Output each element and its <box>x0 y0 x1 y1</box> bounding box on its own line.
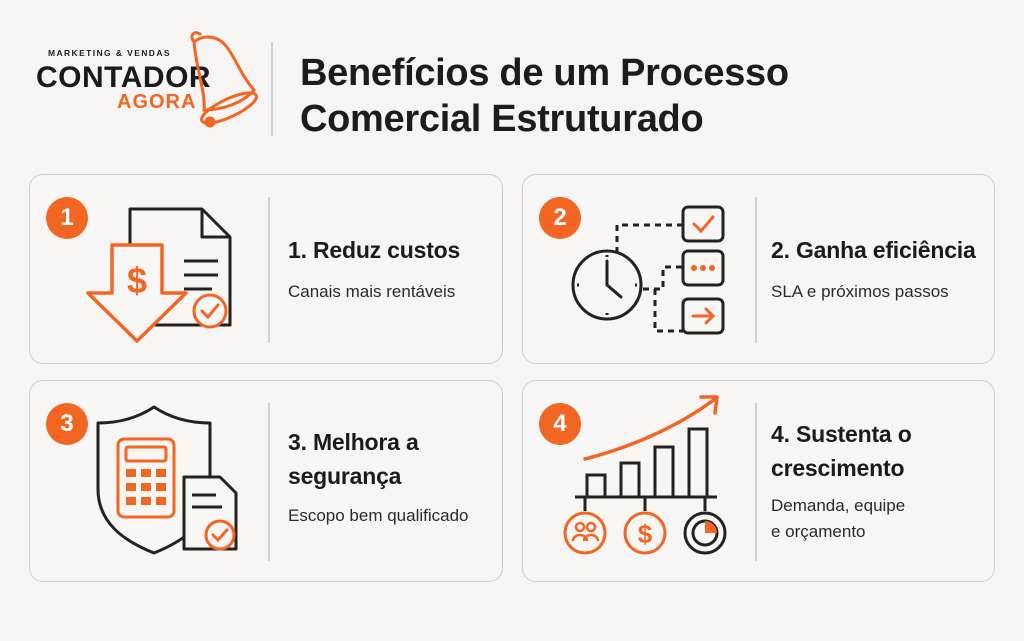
card-title: 3. Melhora a segurança <box>288 425 419 493</box>
card-title: 2. Ganha eficiência <box>771 237 976 263</box>
benefit-card-3: 3 3. Melhora a segurança Escopo bem qual… <box>29 380 503 582</box>
page-title: Benefícios de um Processo Comercial Estr… <box>300 50 789 142</box>
svg-text:$: $ <box>638 519 653 549</box>
svg-text:$: $ <box>127 260 147 301</box>
logo-name: CONTADOR <box>36 61 212 94</box>
page-title-line1: Benefícios de um Processo <box>300 52 789 94</box>
card-description: SLA e próximos passos <box>771 282 949 301</box>
clock-workflow-icon <box>571 205 725 335</box>
bell-icon <box>190 31 258 128</box>
logo-sub: AGORA <box>117 91 197 113</box>
card-description-line1: Demanda, equipe <box>771 496 906 515</box>
number-badge: 4 <box>539 403 581 445</box>
number-badge: 3 <box>46 403 88 445</box>
card-description: Canais mais rentáveis <box>288 282 456 301</box>
brand-logo: MARKETING & VENDAS CONTADOR AGORA <box>24 28 264 138</box>
logo-tagline: MARKETING & VENDAS <box>48 48 171 58</box>
card-title-line2: crescimento <box>771 455 905 481</box>
card-title: 4. Sustenta o crescimento <box>771 417 912 485</box>
card-description: Escopo bem qualificado <box>288 506 469 525</box>
card-divider <box>755 197 757 343</box>
page-title-line2: Comercial Estruturado <box>300 98 704 140</box>
shield-calculator-icon <box>96 405 238 555</box>
card-title: 1. Reduz custos <box>288 237 461 263</box>
benefit-card-4: 4 $ <box>522 380 995 582</box>
card-divider <box>755 403 757 561</box>
card-description-line2: e orçamento <box>771 522 866 541</box>
card-divider <box>268 403 270 561</box>
growth-chart-icon: $ <box>563 395 727 555</box>
card-title-line1: 4. Sustenta o <box>771 421 912 447</box>
card-description: Demanda, equipe e orçamento <box>771 493 905 545</box>
number-badge: 1 <box>46 197 88 239</box>
header-divider <box>271 42 273 136</box>
benefit-card-2: 2 2. Ganha eficiência SLA e próximos pas… <box>522 174 995 364</box>
card-divider <box>268 197 270 343</box>
benefit-card-1: 1 $ 1. Reduz custos Canais mais rentávei… <box>29 174 503 364</box>
number-badge: 2 <box>539 197 581 239</box>
card-title-line2: segurança <box>288 463 402 489</box>
cost-down-document-icon: $ <box>86 207 232 343</box>
card-title-line1: 3. Melhora a <box>288 429 419 455</box>
